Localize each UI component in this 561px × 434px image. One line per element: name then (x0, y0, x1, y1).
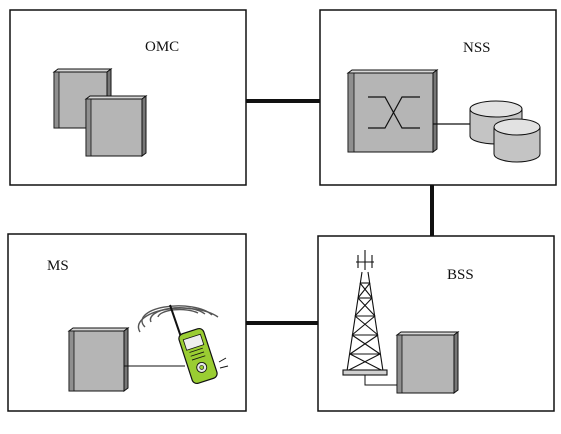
mobile-phone-icon (169, 304, 229, 385)
omc-label: OMC (145, 39, 179, 55)
ms-label: MS (47, 258, 69, 274)
nss-block: NSS (319, 9, 557, 186)
server-cabinet-icon (395, 331, 460, 394)
ms-block: MS (7, 233, 247, 412)
antenna-tower-icon (342, 250, 388, 376)
omc-block: OMC (9, 9, 247, 186)
bss-label: BSS (447, 267, 474, 283)
bss-block: BSS (317, 235, 555, 412)
database-icon (493, 118, 541, 163)
server-cabinet-icon (84, 95, 148, 157)
switch-icon (346, 69, 439, 153)
nss-label: NSS (463, 40, 491, 56)
server-cabinet-icon (67, 327, 130, 392)
radio-waves-icon (137, 305, 219, 333)
